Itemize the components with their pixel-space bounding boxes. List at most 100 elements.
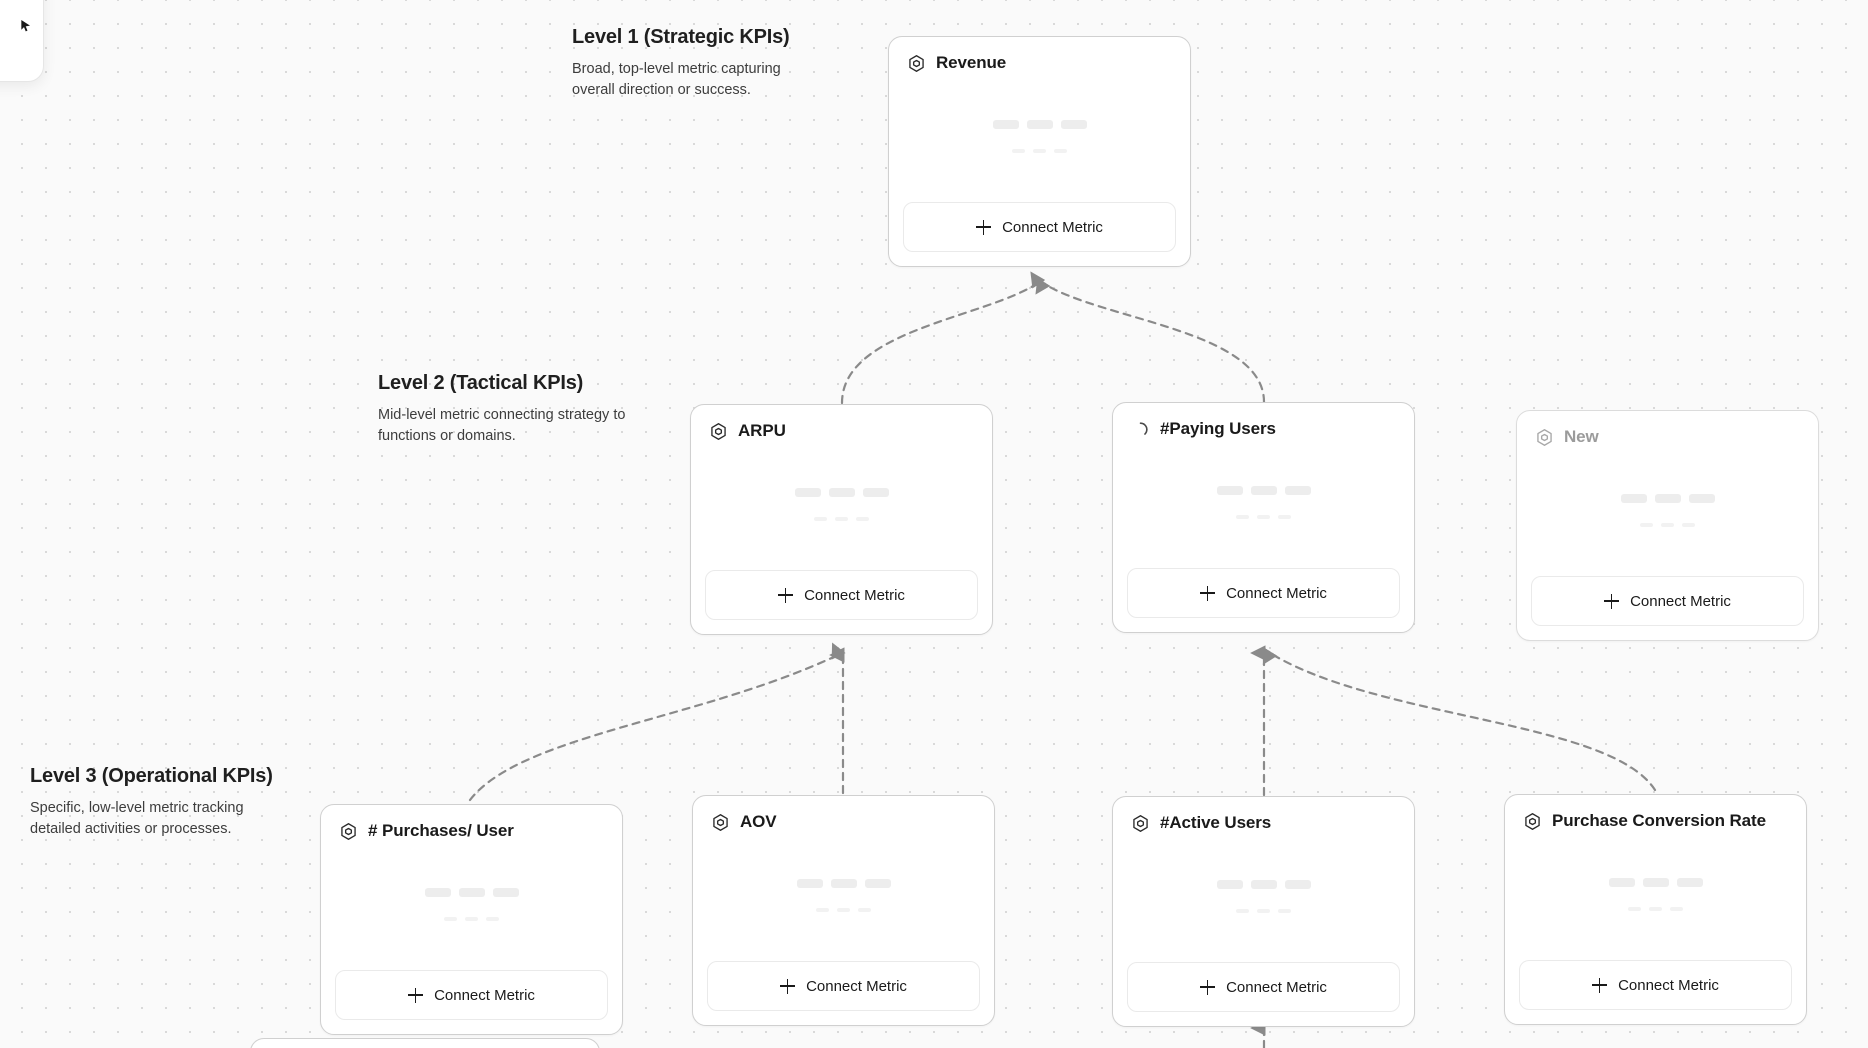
floating-toolbar-panel[interactable] — [0, 0, 44, 82]
connect-metric-label: Connect Metric — [1226, 978, 1327, 996]
loading-spinner-icon — [1139, 421, 1148, 435]
card-title: Revenue — [936, 53, 1007, 72]
skeleton-bar — [1640, 523, 1653, 527]
skeleton-bar — [816, 908, 829, 912]
skeleton-bar — [1216, 486, 1243, 495]
skeleton-bar — [1278, 515, 1291, 519]
metric-card-purchases-per-user[interactable]: # Purchases/ User Connect Metric — [320, 804, 623, 1035]
skeleton-bar — [1026, 120, 1053, 129]
connect-metric-button[interactable]: Connect Metric — [707, 961, 980, 1011]
card-skeleton-body — [1505, 831, 1806, 960]
card-header: AOV — [693, 796, 994, 832]
level-2-description: Mid-level metric connecting strategy to … — [378, 407, 626, 445]
skeleton-bar — [1642, 878, 1669, 887]
cursor-pointer-icon[interactable] — [18, 18, 34, 34]
metric-card-arpu[interactable]: ARPU Connect Metric — [690, 404, 993, 635]
skeleton-row-secondary — [1012, 149, 1067, 153]
card-skeleton-body — [321, 841, 622, 970]
metric-card-purchase-conversion-rate[interactable]: Purchase Conversion Rate Connect Metric — [1504, 794, 1807, 1025]
skeleton-bar — [424, 888, 451, 897]
skeleton-bar — [856, 517, 869, 521]
level-2-label: Level 2 (Tactical KPIs) Mid-level metric… — [378, 372, 628, 447]
card-title: ARPU — [738, 421, 786, 440]
card-header: # Purchases/ User — [321, 805, 622, 841]
metric-card-revenue[interactable]: Revenue Connect Metric — [888, 36, 1191, 267]
skeleton-row-secondary — [1236, 515, 1291, 519]
skeleton-row-primary — [796, 879, 891, 888]
hexagon-metric-icon — [1525, 812, 1540, 830]
connect-metric-button[interactable]: Connect Metric — [1531, 576, 1804, 626]
skeleton-bar — [864, 879, 891, 888]
level-2-title: Level 2 (Tactical KPIs) — [378, 372, 584, 394]
card-header: Revenue — [889, 37, 1190, 73]
level-3-label: Level 3 (Operational KPIs) Specific, low… — [30, 765, 280, 840]
plus-icon — [1200, 979, 1216, 995]
edge-paying-to-revenue — [1035, 277, 1266, 404]
plus-icon — [1604, 593, 1620, 609]
skeleton-bar — [1250, 880, 1277, 889]
skeleton-bar — [1012, 149, 1025, 153]
level-1-title: Level 1 (Strategic KPIs) — [572, 26, 790, 48]
skeleton-bar — [794, 488, 821, 497]
level-3-description: Specific, low-level metric tracking deta… — [30, 800, 244, 838]
card-skeleton-body — [889, 73, 1190, 202]
skeleton-row-secondary — [444, 917, 499, 921]
level-3-title: Level 3 (Operational KPIs) — [30, 765, 273, 787]
card-title: New — [1564, 427, 1599, 446]
metric-card-new[interactable]: New Connect Metric — [1516, 410, 1819, 641]
card-header: #Active Users — [1113, 797, 1414, 833]
metric-card-offscreen-bottom[interactable] — [250, 1038, 600, 1048]
skeleton-bar — [1250, 486, 1277, 495]
skeleton-bar — [1676, 878, 1703, 887]
connect-metric-button[interactable]: Connect Metric — [705, 570, 978, 620]
connect-metric-button[interactable]: Connect Metric — [1127, 962, 1400, 1012]
hexagon-metric-icon — [341, 822, 356, 840]
connect-metric-label: Connect Metric — [1630, 592, 1731, 610]
plus-icon — [408, 987, 424, 1003]
metric-card-paying-users[interactable]: #Paying Users Connect Metric — [1112, 402, 1415, 633]
card-header: ARPU — [691, 405, 992, 441]
card-skeleton-body — [691, 441, 992, 570]
card-title: Purchase Conversion Rate — [1552, 811, 1766, 830]
connect-metric-label: Connect Metric — [1226, 584, 1327, 602]
skeleton-bar — [1216, 880, 1243, 889]
skeleton-bar — [835, 517, 848, 521]
card-skeleton-body — [1517, 447, 1818, 576]
skeleton-row-primary — [992, 120, 1087, 129]
skeleton-bar — [992, 120, 1019, 129]
card-title: #Active Users — [1160, 813, 1272, 832]
connect-metric-label: Connect Metric — [804, 586, 905, 604]
level-1-label: Level 1 (Strategic KPIs) Broad, top-leve… — [572, 26, 822, 101]
skeleton-bar — [465, 917, 478, 921]
card-title: # Purchases/ User — [368, 821, 514, 840]
skeleton-row-primary — [794, 488, 889, 497]
connect-metric-label: Connect Metric — [1002, 218, 1103, 236]
card-skeleton-body — [1113, 439, 1414, 568]
hexagon-metric-icon — [1133, 814, 1148, 832]
connect-metric-button[interactable]: Connect Metric — [903, 202, 1176, 252]
metric-card-aov[interactable]: AOV Connect Metric — [692, 795, 995, 1026]
skeleton-row-secondary — [814, 517, 869, 521]
connect-metric-button[interactable]: Connect Metric — [1127, 568, 1400, 618]
plus-icon — [976, 219, 992, 235]
connect-metric-button[interactable]: Connect Metric — [335, 970, 608, 1020]
plus-icon — [1592, 977, 1608, 993]
skeleton-bar — [1620, 494, 1647, 503]
skeleton-bar — [1661, 523, 1674, 527]
skeleton-row-secondary — [816, 908, 871, 912]
skeleton-bar — [1284, 880, 1311, 889]
skeleton-bar — [1688, 494, 1715, 503]
metric-card-active-users[interactable]: #Active Users Connect Metric — [1112, 796, 1415, 1027]
card-header: #Paying Users — [1113, 403, 1414, 439]
hexagon-metric-icon — [1537, 428, 1552, 446]
skeleton-bar — [814, 517, 827, 521]
connect-metric-button[interactable]: Connect Metric — [1519, 960, 1792, 1010]
skeleton-bar — [1654, 494, 1681, 503]
connect-metric-label: Connect Metric — [1618, 976, 1719, 994]
card-header: New — [1517, 411, 1818, 447]
card-skeleton-body — [693, 832, 994, 961]
skeleton-bar — [492, 888, 519, 897]
skeleton-bar — [1682, 523, 1695, 527]
plus-icon — [780, 978, 796, 994]
